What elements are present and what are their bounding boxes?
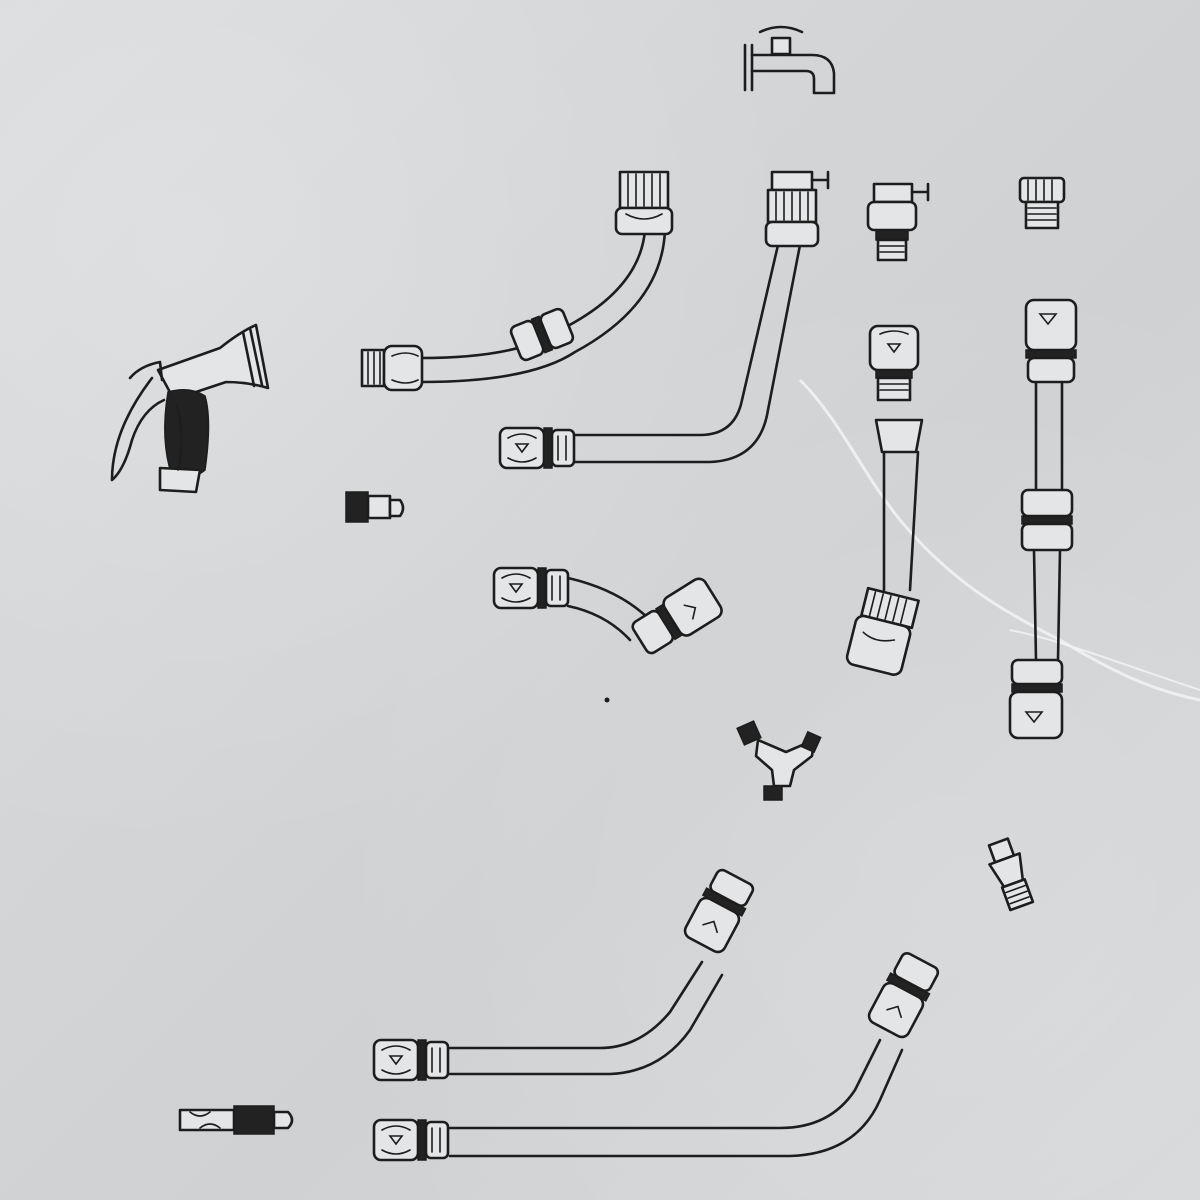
quick-connector-icon (868, 324, 920, 402)
hose-from-tap-connector (498, 170, 830, 470)
nipple-connector-icon (345, 491, 405, 523)
hose-bottom-lower (372, 951, 940, 1162)
y-splitter-icon (736, 720, 822, 801)
hose-curved-short (360, 170, 674, 392)
coupler-icon (987, 837, 1035, 912)
paper-crease-branch (1009, 629, 1200, 691)
nozzle-icon (178, 1105, 294, 1135)
adapter-icon (1018, 176, 1066, 230)
tap-connector-icon (866, 182, 930, 262)
hose-long-vertical (1008, 298, 1078, 740)
tap-icon (743, 25, 836, 95)
hose-elbow-short (492, 566, 723, 655)
spray-gun-icon (110, 323, 270, 494)
ink-speck (604, 697, 610, 703)
hose-bottom-upper (372, 868, 755, 1082)
paper-crease (798, 378, 1200, 702)
hose-straight-adapter (845, 418, 924, 676)
